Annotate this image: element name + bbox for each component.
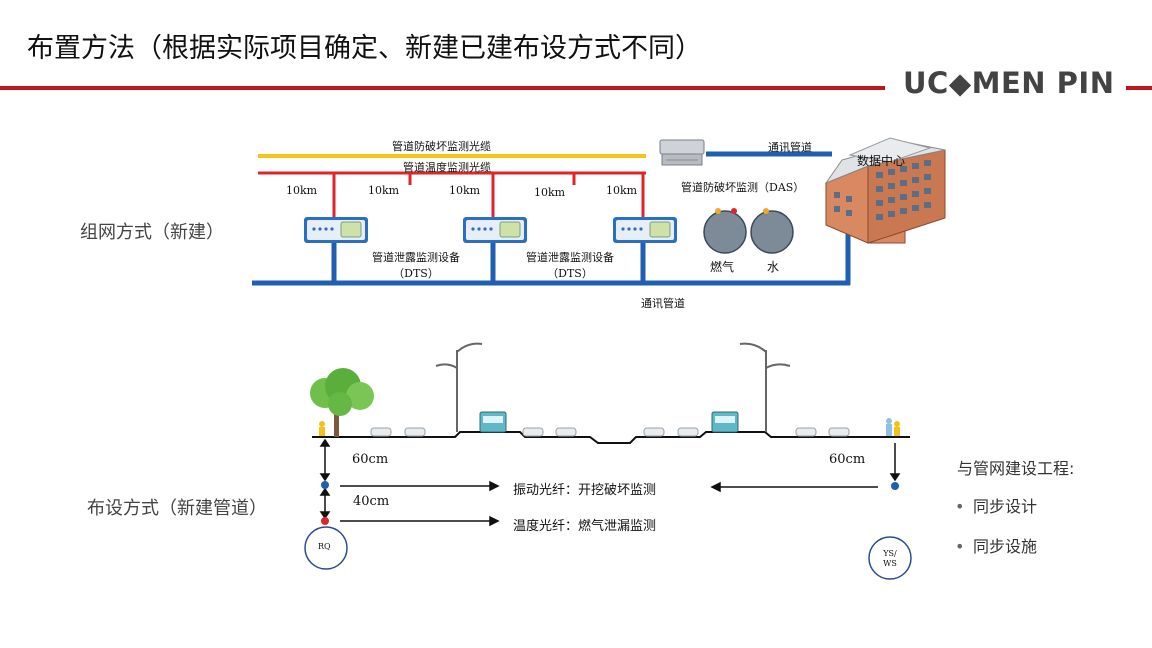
damage-fiber-label: 管道防破坏监测光缆: [392, 140, 491, 153]
dts-device-1: [304, 217, 368, 243]
tree-icon: [310, 368, 374, 437]
comm-pipe-top-label: 通讯管道: [768, 141, 812, 154]
cars-icon: [370, 427, 850, 437]
depth-arrows: [319, 438, 901, 520]
temp-fiber-label: 管道温度监测光缆: [403, 161, 491, 174]
page-title: 布置方法（根据实际项目确定、新建已建布设方式不同）: [27, 33, 702, 64]
segment-label-1: 10km: [286, 184, 318, 197]
fiber-arrows: [340, 480, 878, 527]
header-divider-right: [1126, 86, 1152, 90]
depth-left-40-label: 40cm: [353, 494, 390, 509]
segment-label-2: 10km: [368, 184, 400, 197]
street-light-left-icon: [435, 342, 483, 432]
dts-name-2: 管道泄露监测设备: [526, 251, 614, 264]
depth-right-60-label: 60cm: [829, 452, 866, 467]
dts-label-2: 管道泄露监测设备 （DTS）: [518, 249, 622, 281]
road-cross-section: [310, 342, 910, 444]
temp-fiber-dot: [321, 517, 329, 525]
temp-fiber-label-road: 温度光纤：燃气泄漏监测: [513, 519, 657, 534]
sync-item-design: • 同步设计: [955, 493, 1037, 517]
bullet-icon: •: [955, 537, 965, 556]
comm-pipe-bottom-label: 通讯管道: [641, 297, 685, 310]
company-logo: UC◆MEN PIN: [903, 66, 1115, 100]
ys-ws-pipe-label: YS/ WS: [874, 549, 906, 569]
bus-left-icon: [479, 411, 507, 433]
dts-device-2: [463, 217, 527, 243]
dts-device-3: [613, 217, 677, 243]
dts-name-1: 管道泄露监测设备: [372, 251, 460, 264]
segment-label-4: 10km: [534, 186, 566, 199]
street-light-right-icon: [739, 342, 791, 432]
sync-item-construction: • 同步设施: [955, 533, 1037, 557]
vib-fiber-dot-right: [891, 482, 899, 490]
gas-pipe-icon: [703, 208, 747, 254]
dts-sub-1: （DTS）: [393, 267, 439, 280]
layout-label: 布设方式（新建管道）: [87, 498, 267, 519]
data-center-building-icon: [824, 137, 946, 244]
sync-item-label: 同步设计: [973, 497, 1038, 516]
ys-label: YS/: [883, 549, 897, 558]
das-label: 管道防破坏监测（DAS）: [681, 181, 805, 194]
sync-heading: 与管网建设工程:: [957, 459, 1075, 478]
das-device: [659, 139, 705, 166]
vib-fiber-dot-left: [321, 481, 329, 489]
water-label: 水: [767, 260, 780, 274]
water-pipe-icon: [750, 208, 794, 254]
segment-label-5: 10km: [606, 184, 638, 197]
gas-label: 燃气: [710, 260, 735, 274]
ws-label: WS: [883, 559, 897, 568]
rq-pipe-circle: [304, 526, 348, 570]
header-divider: [0, 86, 885, 90]
rq-pipe-label: RQ: [318, 542, 331, 551]
depth-left-60-label: 60cm: [352, 452, 389, 467]
ys-ws-pipe-circle: [868, 536, 912, 580]
dts-sub-2: （DTS）: [547, 267, 593, 280]
dts-label-1: 管道泄露监测设备 （DTS）: [364, 249, 468, 281]
segment-label-3: 10km: [449, 184, 481, 197]
bullet-icon: •: [955, 497, 965, 516]
sync-item-label: 同步设施: [973, 537, 1038, 556]
bus-right-icon: [711, 411, 739, 433]
data-center-label: 数据中心: [857, 154, 906, 168]
vib-fiber-label: 振动光纤：开挖破坏监测: [513, 483, 657, 498]
pedestrian-icons: [319, 418, 900, 436]
networking-label: 组网方式（新建）: [80, 222, 224, 243]
